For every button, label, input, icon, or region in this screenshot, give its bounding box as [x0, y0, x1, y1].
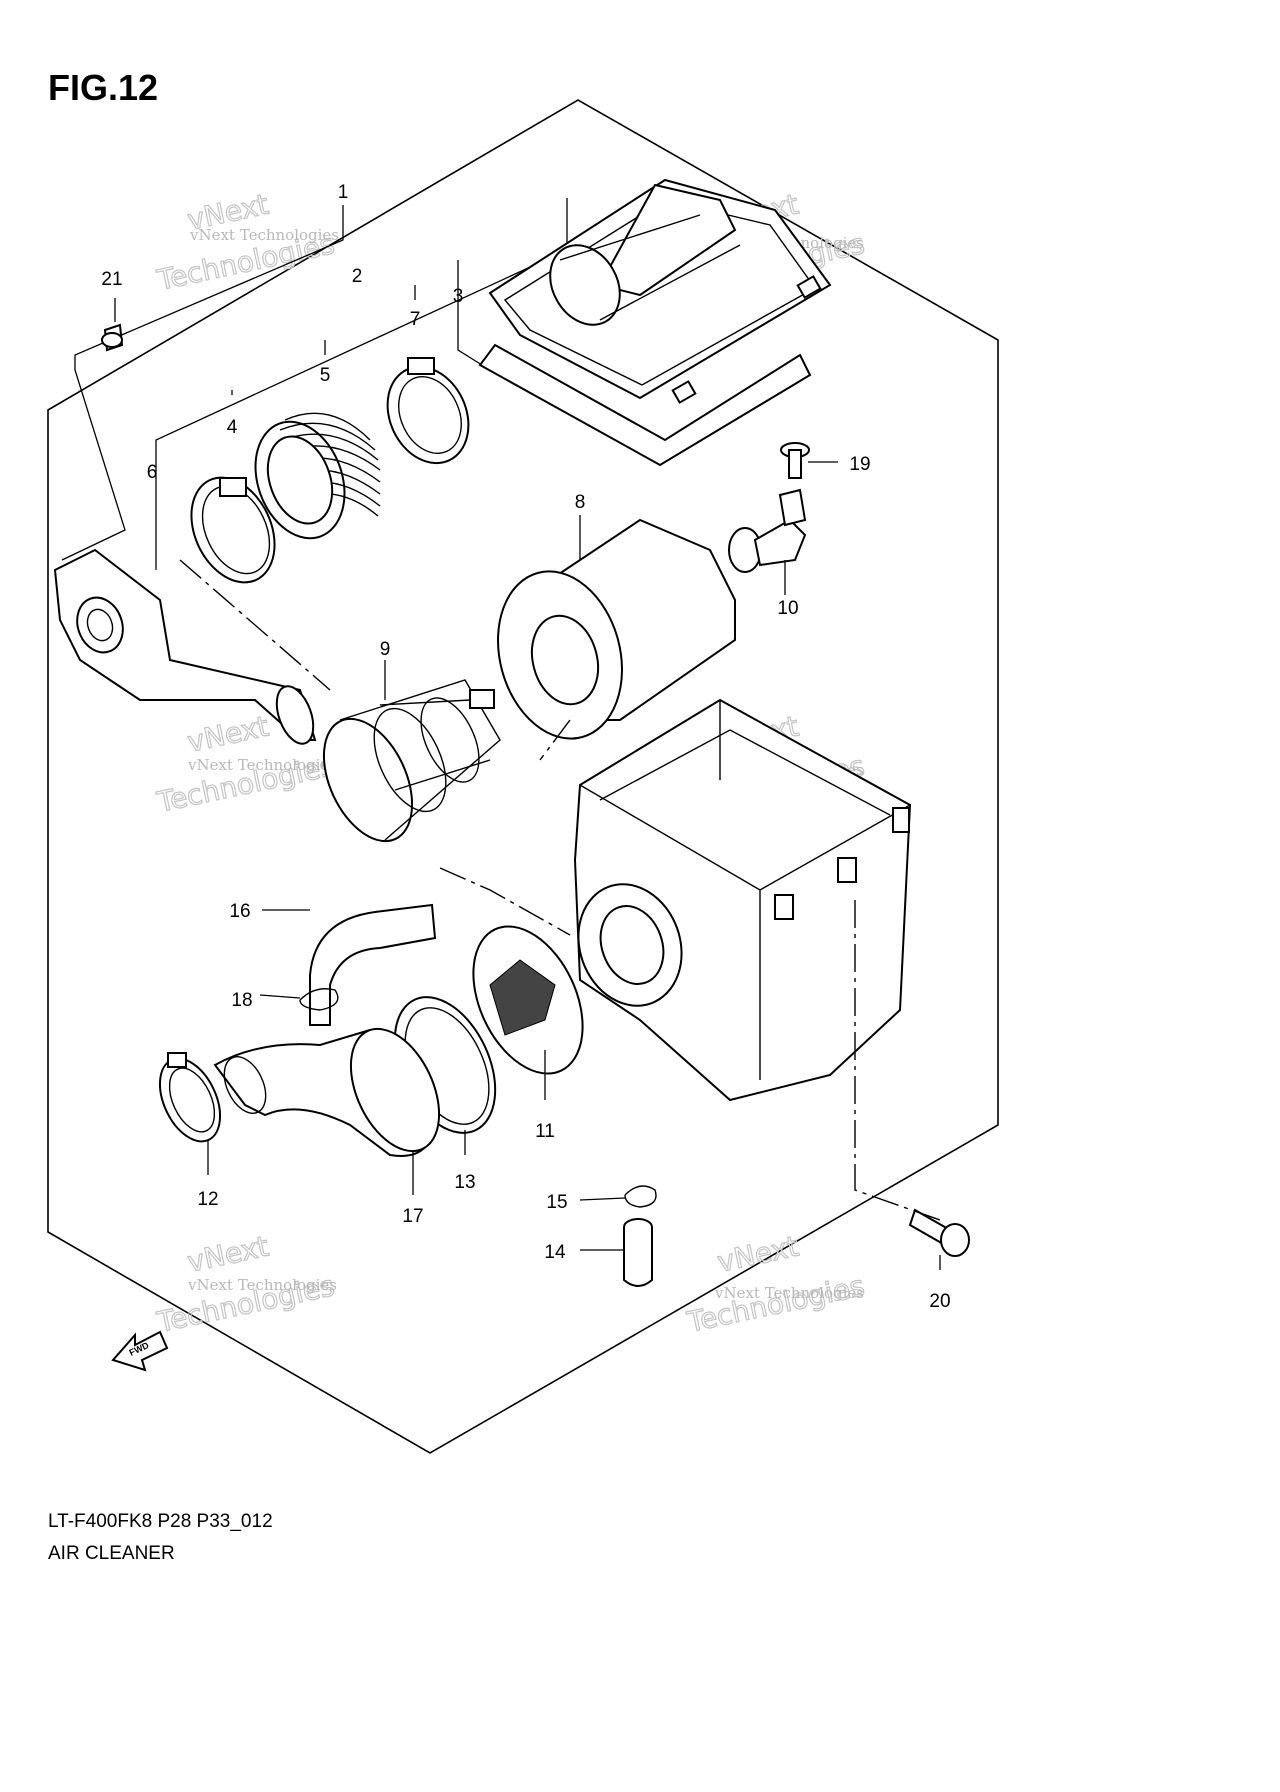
- clamp-7: [386, 357, 470, 465]
- screw-19: [780, 442, 810, 479]
- sleeve-14: [623, 1218, 653, 1287]
- svg-text:vNext: vNext: [715, 1230, 802, 1279]
- callout-9: 9: [380, 639, 391, 660]
- callout-13: 13: [454, 1172, 475, 1193]
- bracket-leaders: [61, 198, 568, 570]
- callout-14: 14: [544, 1242, 566, 1263]
- callout-3: 3: [453, 286, 464, 307]
- fastener-21: [101, 323, 124, 352]
- filter-cage: [322, 679, 501, 843]
- intake-duct: [53, 548, 317, 745]
- watermark-bottom-right: vNext Technologies vNext Technologies: [683, 1229, 868, 1340]
- figure-name: AIR CLEANER: [48, 1543, 175, 1564]
- filter-element: [497, 518, 736, 740]
- hose-16: [309, 903, 437, 1026]
- callout-8: 8: [575, 492, 586, 513]
- inlet-duct-17: [213, 1027, 441, 1157]
- lid-gasket: [478, 343, 812, 467]
- clamp-4: [190, 476, 276, 584]
- assembly-frame: [47, 99, 999, 1454]
- figure-code: LT-F400FK8 P28 P33_012: [48, 1511, 273, 1532]
- svg-text:Technologies: Technologies: [684, 1269, 868, 1339]
- svg-text:vNext Technologies: vNext Technologies: [714, 1284, 864, 1302]
- air-cleaner-lid: [488, 178, 832, 404]
- svg-text:vNext: vNext: [185, 1230, 272, 1279]
- callout-1: 1: [338, 182, 349, 203]
- callout-5: 5: [320, 365, 331, 386]
- callout-10: 10: [777, 598, 798, 619]
- screen-11: [472, 925, 584, 1075]
- svg-text:vNext Technologies: vNext Technologies: [187, 1276, 337, 1294]
- svg-text:vNext Technologies: vNext Technologies: [189, 226, 339, 244]
- figure-title: FIG.12: [48, 67, 158, 108]
- air-cleaner-case: [573, 698, 912, 1102]
- callout-numbers: 1 2 3 4 5 6 7 8 9 10 11 12 13 14 15 16 1…: [101, 182, 950, 1312]
- callout-18: 18: [231, 990, 252, 1011]
- alignment-lines: [179, 559, 941, 1221]
- clip-15: [624, 1185, 657, 1208]
- callout-17: 17: [402, 1206, 423, 1227]
- callout-16: 16: [229, 901, 250, 922]
- forward-arrow-icon: FWD: [111, 1330, 169, 1372]
- watermark-top-left: vNext Technologies vNext Technologies: [153, 187, 339, 298]
- callout-6: 6: [147, 462, 158, 483]
- svg-text:vNext Technologies: vNext Technologies: [187, 756, 337, 774]
- callout-leaders: [114, 298, 941, 1270]
- bolt-20: [908, 1208, 970, 1257]
- drain-plug: [728, 488, 807, 573]
- callout-7: 7: [410, 309, 421, 330]
- clip-18: [299, 988, 339, 1011]
- callout-20: 20: [929, 1291, 950, 1312]
- callout-19: 19: [849, 454, 870, 475]
- callout-21: 21: [101, 269, 122, 290]
- watermark-bottom-left: vNext Technologies vNext Technologies: [153, 1229, 338, 1340]
- callout-15: 15: [546, 1192, 567, 1213]
- callout-11: 11: [535, 1121, 555, 1142]
- clamp-12: [158, 1052, 222, 1143]
- callout-2: 2: [352, 266, 363, 287]
- callout-12: 12: [197, 1189, 218, 1210]
- intake-boot: [254, 412, 381, 540]
- callout-4: 4: [227, 417, 238, 438]
- svg-text:vNext: vNext: [185, 710, 272, 759]
